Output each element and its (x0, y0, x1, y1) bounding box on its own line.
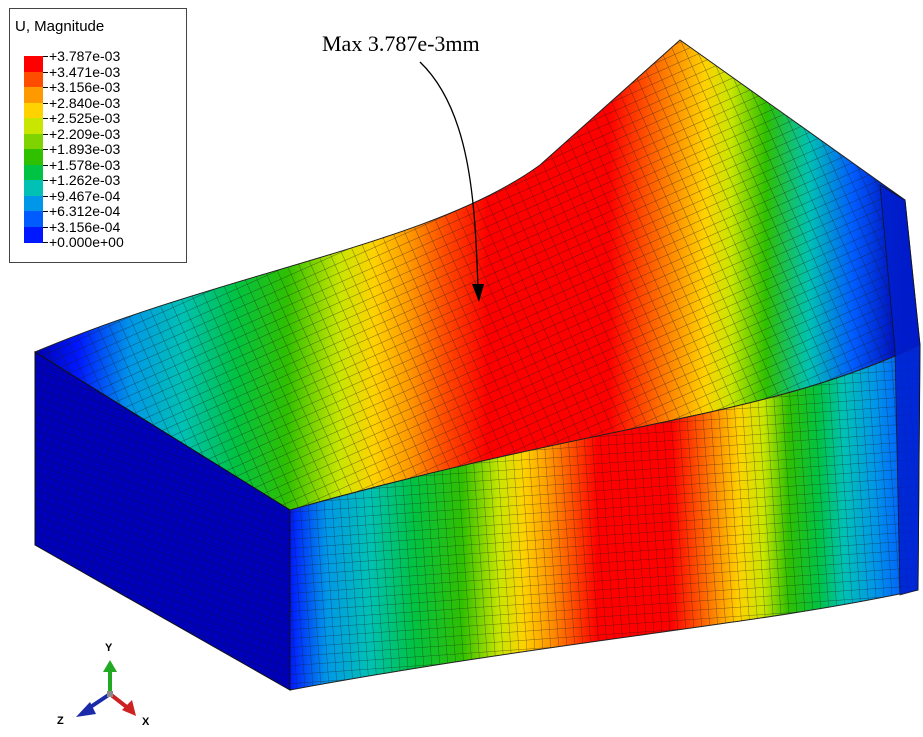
legend-level-label: +2.840e-03 (49, 94, 121, 111)
legend-tick (43, 87, 48, 88)
legend-color-swatch (24, 56, 43, 72)
max-annotation-arrow (419, 61, 479, 289)
legend-level-label: +3.156e-03 (49, 79, 121, 95)
legend-level-label: +9.467e-04 (49, 187, 121, 204)
max-annotation-label: Max 3.787e-3mm (322, 31, 480, 56)
triad-x-label: X (142, 716, 150, 728)
legend-level-label: +2.525e-03 (49, 110, 121, 126)
coordinate-triad (76, 660, 136, 717)
legend-color-swatch (24, 87, 43, 103)
legend-tick (43, 242, 48, 243)
legend-level-label: +3.787e-03 (49, 48, 121, 64)
legend-color-swatch (24, 164, 43, 181)
legend-tick (43, 180, 48, 181)
legend-tick (43, 56, 48, 57)
legend-tick (43, 226, 48, 228)
legend-color-swatch (24, 211, 43, 227)
beam-right-end-face (879, 184, 921, 596)
triad-y-label: Y (105, 642, 113, 654)
max-annotation-arrowhead (472, 284, 484, 302)
legend-level-label: +6.312e-04 (49, 203, 121, 219)
legend-color-swatch (24, 195, 43, 212)
legend-level-label: +1.893e-03 (49, 141, 121, 157)
legend-tick (43, 164, 48, 166)
legend-level-label: +3.156e-04 (49, 218, 121, 235)
legend-tick (43, 133, 48, 135)
legend-tick (43, 102, 48, 104)
legend-level-label: +1.262e-03 (49, 172, 121, 188)
legend-color-swatch (24, 102, 43, 119)
legend-title: U, Magnitude (15, 18, 105, 35)
legend-level-label: +2.209e-03 (49, 125, 121, 142)
legend-level-label: +0.000e+00 (49, 234, 124, 250)
legend-tick (43, 195, 48, 197)
legend-color-swatch (24, 226, 43, 243)
legend-tick (43, 211, 48, 212)
legend-color-swatch (24, 71, 43, 88)
triad-z-label: Z (57, 715, 64, 727)
legend-tick (43, 149, 48, 150)
legend-level-label: +1.578e-03 (49, 156, 121, 173)
legend-color-swatch (24, 118, 43, 134)
legend-color-swatch (24, 149, 43, 165)
legend-tick (43, 71, 48, 73)
beam-left-end-mesh (35, 352, 290, 690)
legend-level-label: +3.471e-03 (49, 63, 121, 80)
legend-color-swatch (24, 180, 43, 196)
legend-tick (43, 118, 48, 119)
legend-color-swatch (24, 133, 43, 150)
beam-front-mesh (290, 345, 920, 690)
